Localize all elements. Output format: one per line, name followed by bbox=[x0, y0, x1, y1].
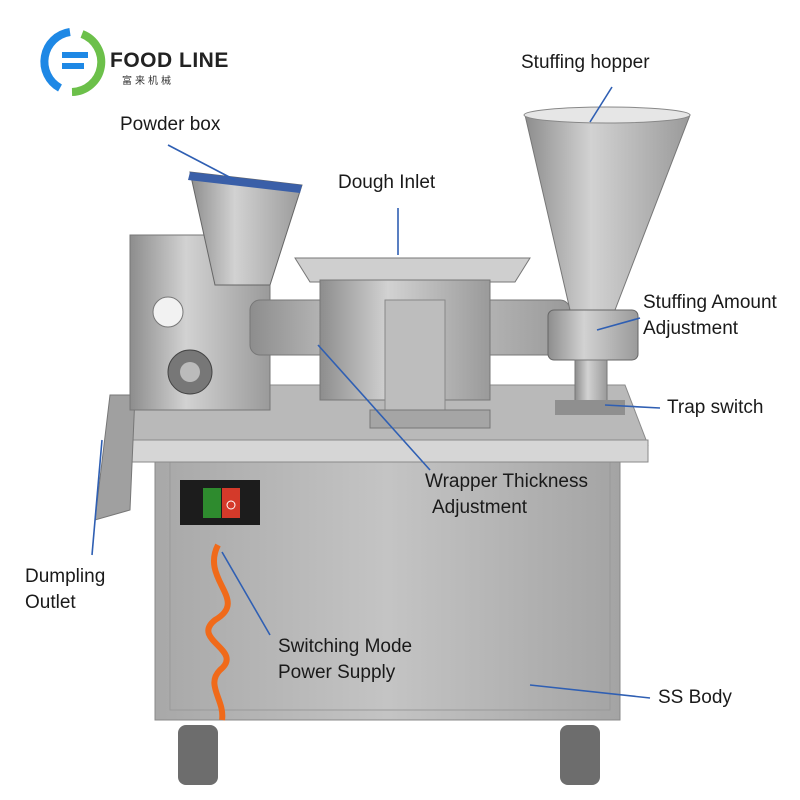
dough-tray bbox=[294, 257, 531, 283]
stop-button bbox=[222, 488, 240, 518]
leader-stuffing-hopper bbox=[589, 86, 613, 123]
label-wrapper-thickness-1: Wrapper Thickness bbox=[425, 471, 588, 492]
power-cable bbox=[205, 543, 231, 721]
food-line-logo-mark bbox=[40, 28, 106, 96]
label-dough-inlet: Dough Inlet bbox=[338, 172, 436, 193]
label-ss-body: SS Body bbox=[658, 687, 732, 708]
label-stuffing-hopper: Stuffing hopper bbox=[521, 52, 650, 73]
brand-name: FOOD LINE bbox=[110, 49, 229, 72]
label-power-supply-2: Power Supply bbox=[278, 662, 396, 683]
dumpling-outlet bbox=[94, 394, 136, 521]
leader-wrapper-thickness bbox=[317, 344, 431, 471]
leader-dumpling-outlet bbox=[91, 439, 103, 556]
label-power-supply-1: Switching Mode bbox=[278, 636, 413, 657]
wheel bbox=[560, 725, 600, 785]
label-wrapper-thickness-2: Adjustment bbox=[432, 497, 528, 518]
leader-power-supply bbox=[221, 551, 271, 636]
leader-stuffing-amount bbox=[596, 317, 641, 331]
label-stuffing-amount-1: Stuffing Amount bbox=[643, 292, 777, 313]
brand-subtitle: 富来机械 bbox=[122, 76, 174, 87]
label-dumpling-outlet-1: Dumpling bbox=[25, 566, 106, 587]
label-powder-box: Powder box bbox=[120, 114, 221, 135]
start-button bbox=[203, 488, 221, 518]
label-stuffing-amount-2: Adjustment bbox=[643, 318, 739, 339]
leader-lines bbox=[91, 86, 661, 699]
stuffing-hopper bbox=[524, 114, 691, 311]
leader-ss-body bbox=[529, 684, 651, 699]
leader-trap-switch bbox=[604, 404, 661, 409]
wheel bbox=[178, 725, 218, 785]
label-trap-switch: Trap switch bbox=[667, 397, 764, 418]
label-dumpling-outlet-2: Outlet bbox=[25, 592, 76, 613]
leader-powder-box bbox=[167, 144, 236, 181]
